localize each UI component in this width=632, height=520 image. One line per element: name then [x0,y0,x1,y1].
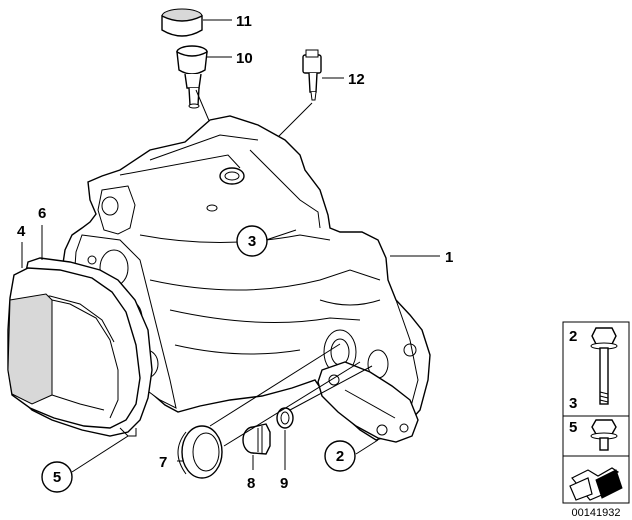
diagram-id: 00141932 [572,507,621,519]
callout-9: 9 [280,475,288,492]
part-cover[interactable] [7,267,141,437]
callout-5: 5 [53,469,61,486]
part-washer[interactable] [276,407,294,429]
part-cap[interactable] [161,8,203,37]
part-plug[interactable] [176,45,208,109]
callout-10: 10 [236,50,253,67]
callout-3-circle: 3 [236,225,268,257]
part-sensor[interactable] [302,49,322,101]
callout-11: 11 [236,13,252,30]
legend-num-5: 5 [569,419,577,436]
callout-2-circle: 2 [324,440,356,472]
part-drain-plug[interactable] [242,423,271,455]
callout-1: 1 [445,249,453,266]
arrow-icon [569,467,623,501]
fastener-legend: 2 3 5 00141932 [562,321,630,519]
callout-3: 3 [248,233,256,250]
callout-7: 7 [159,454,167,471]
legend-num-2: 2 [569,328,577,345]
callout-12: 12 [348,71,365,88]
callout-6: 6 [38,205,46,222]
part-seal-ring[interactable] [177,425,223,479]
callout-5-circle: 5 [41,461,73,493]
short-bolt-icon [590,419,618,451]
callout-4: 4 [17,223,26,240]
callout-2: 2 [336,448,344,465]
callout-8: 8 [247,475,255,492]
legend-num-3: 3 [569,395,577,412]
long-bolt-icon [590,327,618,405]
